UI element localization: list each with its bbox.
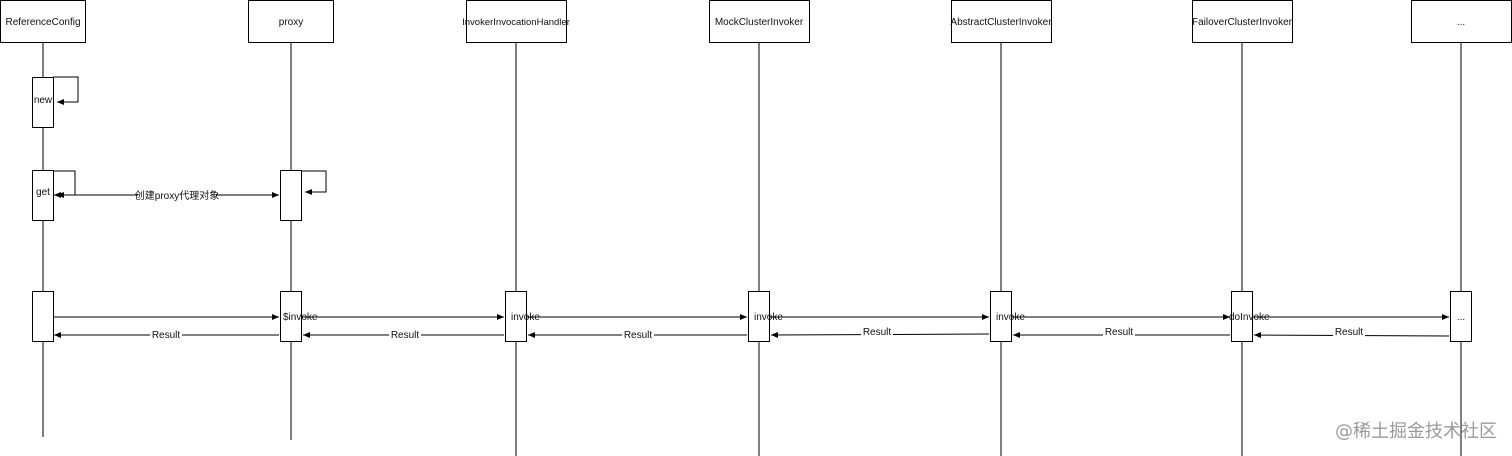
activation-label-get: get [36,187,50,198]
participant-invoker-invocation-handler: InvokerInvocationHandler [462,0,570,43]
create-proxy-arrowhead-left [54,192,61,198]
create-proxy-label-bg [138,189,216,202]
return-label-bg [389,329,421,341]
self-call-new: new [32,76,79,128]
activation-failover-do-invoke: doInvoke [1229,291,1270,342]
participant-reference-config: ReferenceConfig [0,0,86,43]
participant-abstract-cluster-invoker: AbstractClusterInvoker [950,0,1052,43]
lifelines [42,43,1462,456]
activation-new [32,77,54,128]
activation-reference-config-call [32,291,54,342]
activation-box [1450,291,1472,342]
create-proxy-label: 创建proxy代理对象 [135,189,219,202]
participant-label: AbstractClusterInvoker [950,17,1052,28]
invocation-activations: $invoke invoke invoke invoke doInvoke ..… [32,291,1472,342]
participant-box [0,0,86,43]
participant-label: FailoverClusterInvoker [1192,17,1293,28]
activation-box [990,291,1012,342]
activation-label: invoke [754,312,783,323]
result-return-arrows: Result Result Result Result Result Resul… [54,326,1450,341]
self-call-arrow [301,170,327,195]
participant-label: InvokerInvocationHandler [462,17,570,28]
return-label-bg [1333,326,1365,338]
activation-proxy-create [280,170,302,221]
return-message: Result [303,329,504,341]
return-label: Result [152,330,181,341]
activation-label: ... [1457,312,1465,323]
return-label: Result [863,327,892,338]
activation-box [1231,291,1253,342]
return-message: Result [770,326,990,338]
participant-label: proxy [279,17,303,28]
participant-box [466,0,567,43]
return-label-bg [622,329,654,341]
self-call-arrow [53,76,79,105]
activation-label: invoke [511,312,540,323]
activation-box [280,291,302,342]
return-message: Result [1253,326,1450,339]
return-label-bg [1103,326,1135,338]
return-label: Result [1105,327,1134,338]
activation-get [32,170,54,221]
participant-proxy: proxy [248,0,334,43]
participant-failover-cluster-invoker: FailoverClusterInvoker [1192,0,1293,43]
participant-box [1192,0,1293,43]
participant-label: ReferenceConfig [5,17,80,28]
return-label: Result [1335,327,1364,338]
return-message: Result [1013,326,1230,338]
activation-label-new: new [34,95,53,106]
participants: ReferenceConfig proxy InvokerInvocationH… [0,0,1512,43]
participant-box [951,0,1052,43]
activation-box [748,291,770,342]
return-message: Result [54,329,279,341]
self-call-arrow [53,170,76,198]
participant-box [248,0,334,43]
watermark-text: @稀土掘金技术社区 [1335,421,1497,442]
message-create-proxy: 创建proxy代理对象 [54,189,279,202]
return-label-bg [150,329,182,341]
activation-proxy-invoke: $invoke [280,291,318,342]
return-label-bg [861,326,893,338]
participant-label: MockClusterInvoker [715,17,804,28]
activation-box [505,291,527,342]
return-label: Result [391,330,420,341]
activation-label: doInvoke [1229,312,1270,323]
participant-more: ... [1411,0,1512,43]
participant-label: ... [1457,17,1465,28]
activation-mock-invoke: invoke [748,291,783,342]
return-label: Result [624,330,653,341]
activation-handler-invoke: invoke [505,291,540,342]
proxy-activation-create [280,170,327,221]
participant-mock-cluster-invoker: MockClusterInvoker [709,0,810,43]
activation-label: $invoke [283,312,318,323]
activation-label: invoke [996,312,1025,323]
return-message: Result [528,329,747,341]
activation-abstract-invoke: invoke [990,291,1025,342]
activation-more: ... [1450,291,1472,342]
participant-box [709,0,810,43]
